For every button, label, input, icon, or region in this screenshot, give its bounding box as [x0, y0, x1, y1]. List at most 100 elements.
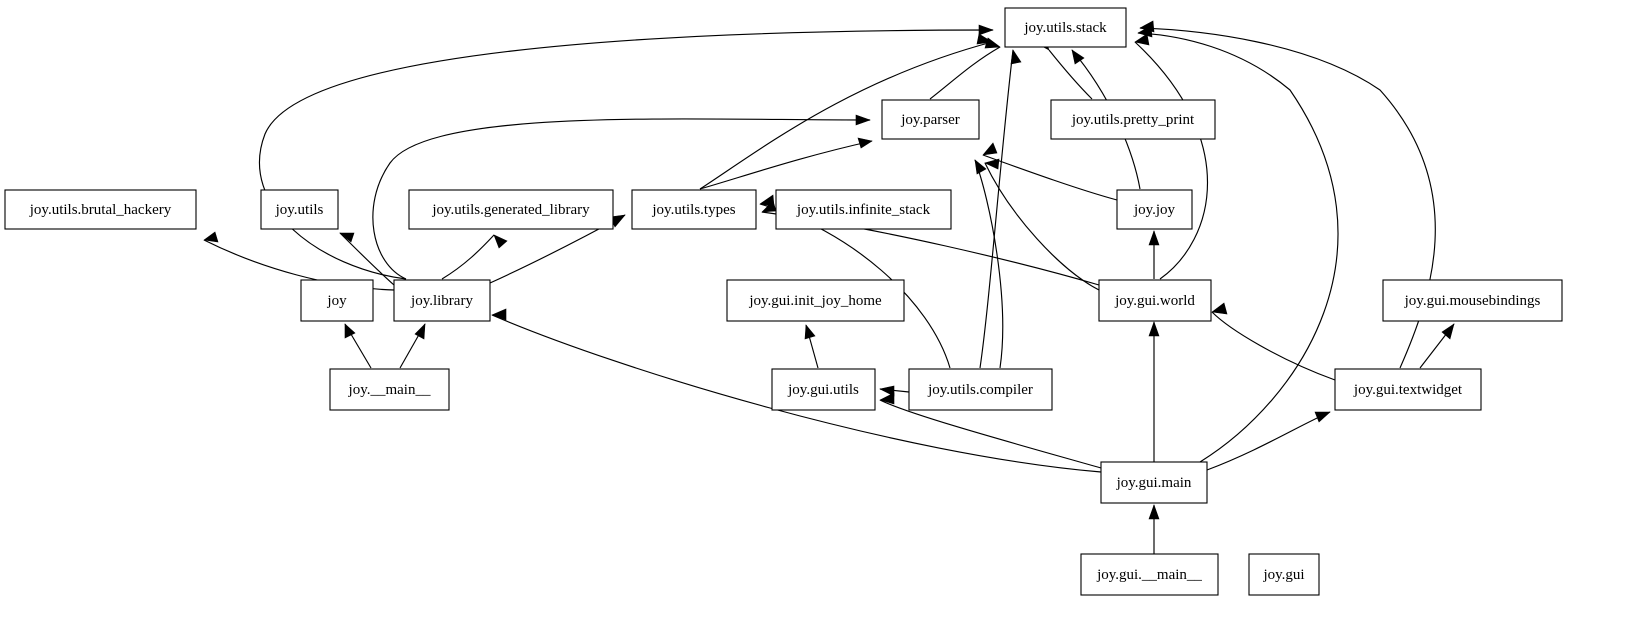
node-label: joy.gui — [1262, 567, 1304, 583]
node-joy.utils[interactable]: joy.utils — [260, 189, 339, 230]
node-joy.utils.compiler[interactable]: joy.utils.compiler — [908, 368, 1053, 411]
edge-line — [372, 118, 871, 280]
edge-joy.gui.main-to-joy.library — [491, 308, 1102, 473]
node-box[interactable] — [393, 279, 491, 322]
edge-line — [1206, 411, 1331, 471]
node-box[interactable] — [1116, 189, 1193, 230]
edge-joy.utils.compiler-to-joy.parser — [974, 159, 1004, 369]
node-box[interactable] — [908, 368, 1053, 411]
arrowhead-icon — [857, 137, 873, 149]
arrowhead-icon — [203, 231, 219, 243]
edge-joy.utils.compiler-to-joy.gui.utils — [879, 385, 910, 397]
node-box[interactable] — [726, 279, 905, 322]
node-label: joy.joy — [1133, 202, 1176, 218]
edge-joy.gui.world-to-joy.joy — [1148, 230, 1160, 279]
edge-joy.gui.textwidget-to-joy.gui.mousebindings — [1419, 323, 1455, 369]
node-joy.gui.textwidget[interactable]: joy.gui.textwidget — [1334, 368, 1482, 411]
node-joy.joy[interactable]: joy.joy — [1116, 189, 1193, 230]
node-label: joy.utils.infinite_stack — [796, 202, 931, 218]
edge-joy.library-to-joy.parser — [372, 114, 871, 280]
node-joy.gui.utils[interactable]: joy.gui.utils — [771, 368, 876, 411]
node-box[interactable] — [329, 368, 450, 411]
arrowhead-icon — [879, 392, 895, 405]
node-box[interactable] — [1100, 461, 1208, 504]
node-label: joy.utils.generated_library — [431, 202, 590, 218]
node-box[interactable] — [881, 99, 980, 140]
edge-joy.library-to-joy.utils — [339, 232, 395, 286]
node-box[interactable] — [4, 189, 197, 230]
node-box[interactable] — [631, 189, 757, 230]
node-label: joy.gui.init_joy_home — [748, 293, 882, 309]
node-box[interactable] — [771, 368, 876, 411]
arrowhead-icon — [1148, 321, 1160, 337]
edge-line — [699, 41, 993, 190]
node-joy.utils.generated_library[interactable]: joy.utils.generated_library — [408, 189, 614, 230]
edge-joy.gui.world-to-joy.parser — [984, 158, 1100, 291]
edge-joy.gui.world-to-joy.utils.stack — [1134, 33, 1209, 280]
node-label: joy.utils.types — [651, 202, 735, 218]
node-joy.utils.brutal_hackery[interactable]: joy.utils.brutal_hackery — [4, 189, 197, 230]
edge-joy.__main__-to-joy — [344, 323, 372, 369]
arrowhead-icon — [414, 323, 426, 340]
edge-line — [974, 159, 1004, 369]
node-box[interactable] — [1334, 368, 1482, 411]
edge-joy.gui.utils-to-joy.gui.init_joy_home — [804, 324, 819, 369]
arrowhead-icon — [1134, 33, 1150, 46]
node-box[interactable] — [1004, 7, 1127, 48]
edge-joy.utils.types-to-joy.parser — [699, 137, 873, 190]
node-box[interactable] — [1098, 279, 1212, 322]
arrowhead-icon — [1441, 323, 1455, 340]
arrowhead-icon — [1148, 504, 1160, 520]
edge-line — [491, 314, 1102, 473]
node-label: joy.gui.utils — [787, 382, 859, 398]
node-joy.gui.init_joy_home[interactable]: joy.gui.init_joy_home — [726, 279, 905, 322]
node-box[interactable] — [1050, 99, 1216, 140]
node-joy.utils.types[interactable]: joy.utils.types — [631, 189, 757, 230]
node-label: joy.utils.stack — [1023, 20, 1107, 36]
node-joy.gui.main[interactable]: joy.gui.main — [1100, 461, 1208, 504]
node-joy[interactable]: joy — [300, 279, 374, 322]
nodes-layer: joy.utils.stack joy.parser joy.utils.prett… — [4, 7, 1563, 596]
node-joy.__main__[interactable]: joy.__main__ — [329, 368, 450, 411]
arrowhead-icon — [1071, 49, 1085, 65]
arrowhead-icon — [1148, 230, 1160, 246]
node-label: joy.__main__ — [348, 382, 431, 398]
node-joy.utils.infinite_stack[interactable]: joy.utils.infinite_stack — [775, 189, 952, 230]
node-joy.gui.world[interactable]: joy.gui.world — [1098, 279, 1212, 322]
node-label: joy.utils.pretty_print — [1071, 112, 1195, 128]
node-label: joy.gui.textwidget — [1353, 382, 1463, 398]
edge-line — [1137, 32, 1339, 463]
node-box[interactable] — [1248, 553, 1320, 596]
edge-joy.library-to-joy.utils.stack — [258, 24, 994, 280]
node-label: joy — [326, 293, 347, 309]
edge-line — [984, 162, 1100, 291]
node-joy.library[interactable]: joy.library — [393, 279, 491, 322]
edge-line — [982, 154, 1118, 201]
node-joy.parser[interactable]: joy.parser — [881, 99, 980, 140]
edge-joy.gui.main-to-joy.gui.world — [1148, 321, 1160, 462]
node-label: joy.gui.__main__ — [1096, 567, 1202, 583]
arrowhead-icon — [344, 323, 356, 339]
node-label: joy.utils.compiler — [927, 382, 1033, 398]
edge-line — [441, 234, 495, 280]
node-joy.utils.pretty_print[interactable]: joy.utils.pretty_print — [1050, 99, 1216, 140]
edge-line — [1211, 311, 1336, 381]
edge-joy.parser-to-joy.utils.stack — [929, 37, 1001, 100]
node-box[interactable] — [1080, 553, 1219, 596]
node-joy.utils.stack[interactable]: joy.utils.stack — [1004, 7, 1127, 48]
node-joy.gui.__main__[interactable]: joy.gui.__main__ — [1080, 553, 1219, 596]
edge-line — [339, 232, 395, 286]
node-box[interactable] — [775, 189, 952, 230]
arrowhead-icon — [339, 232, 355, 243]
node-box[interactable] — [260, 189, 339, 230]
node-box[interactable] — [408, 189, 614, 230]
node-joy.gui[interactable]: joy.gui — [1248, 553, 1320, 596]
arrowhead-icon — [1211, 302, 1228, 315]
arrowhead-icon — [974, 159, 987, 175]
arrowhead-icon — [759, 194, 775, 207]
node-label: joy.parser — [900, 112, 960, 128]
node-joy.gui.mousebindings[interactable]: joy.gui.mousebindings — [1382, 279, 1563, 322]
node-box[interactable] — [1382, 279, 1563, 322]
node-box[interactable] — [300, 279, 374, 322]
